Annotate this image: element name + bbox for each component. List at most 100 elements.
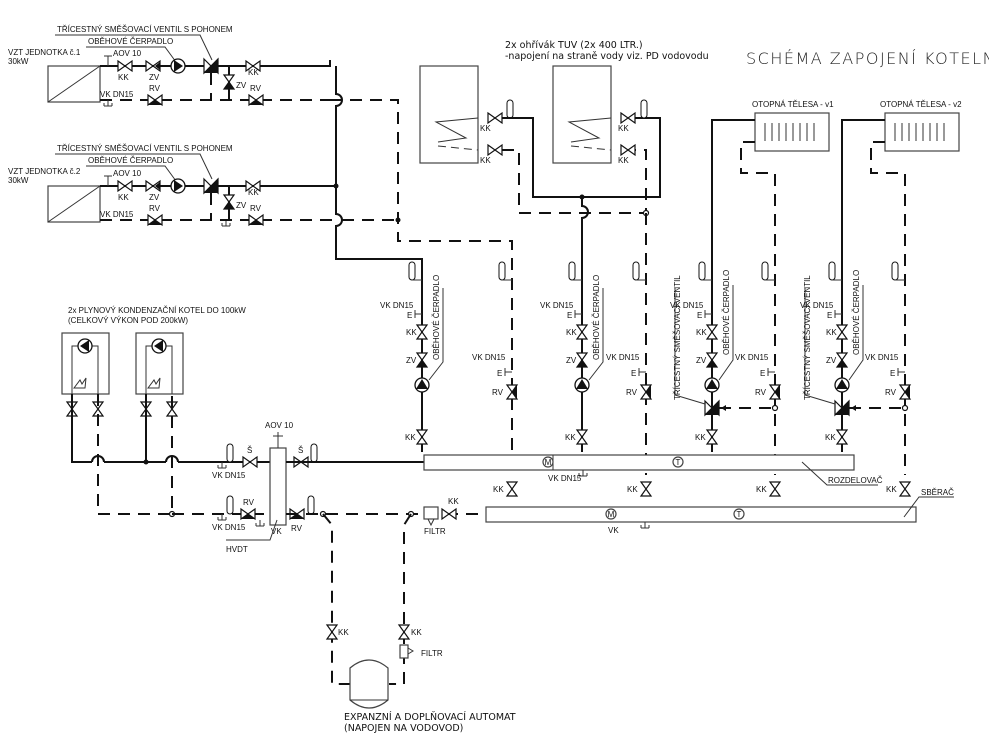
rv-valve-icon bbox=[240, 508, 256, 520]
thermometer-icon bbox=[640, 99, 648, 119]
zv-label: ZV bbox=[696, 356, 707, 365]
zv-label: ZV bbox=[566, 356, 577, 365]
e-label: E bbox=[497, 369, 502, 378]
kk-valve-icon bbox=[576, 324, 588, 340]
kk-valve-icon bbox=[706, 324, 718, 340]
zv-label: ZV bbox=[826, 356, 837, 365]
kk-label: KK bbox=[248, 188, 259, 197]
diagram-title: SCHÉMA ZAPOJENÍ KOTELNY bbox=[746, 49, 989, 68]
s-label: Š bbox=[247, 446, 252, 455]
kk-valve-icon bbox=[706, 429, 718, 445]
vk-label: VK bbox=[608, 526, 619, 535]
vent-icon bbox=[834, 310, 842, 318]
e-label: E bbox=[407, 311, 412, 320]
rv-label: RV bbox=[291, 524, 303, 533]
rv-label: RV bbox=[243, 498, 255, 507]
pressure-gauge-icon bbox=[542, 456, 554, 468]
gauge-m-label: M bbox=[545, 458, 552, 467]
gauge-t-label: T bbox=[737, 510, 742, 519]
vent-icon bbox=[504, 368, 512, 376]
zv-valve-icon bbox=[416, 352, 428, 368]
mixing-valve-label: TŘÍCESTNÝ SMĚŠOVACÍ VENTIL S POHONEM bbox=[57, 25, 233, 34]
thermometer-icon bbox=[310, 443, 318, 463]
rv-valve-icon bbox=[506, 384, 518, 400]
vk-label: VK DN15 bbox=[670, 301, 704, 310]
kk-valve-icon bbox=[769, 481, 781, 497]
kk-label: KK bbox=[406, 328, 417, 337]
mixing-valve-label: TŘÍCESTNÝ SMĚŠOVACÍ VENTIL bbox=[673, 275, 682, 400]
e-label: E bbox=[697, 311, 702, 320]
zv-bypass-icon bbox=[223, 194, 235, 210]
vent-icon bbox=[574, 310, 582, 318]
pump-label: OBĚHOVÉ ČERPADLO bbox=[722, 270, 731, 355]
gauge-m-label: M bbox=[608, 510, 615, 519]
expansion-automat: KK KK FILTR EXPANZNÍ A DOPLŇOVACÍ AUTOMA… bbox=[326, 624, 516, 734]
mixing-valve-icon bbox=[203, 58, 219, 74]
kk-valve-icon bbox=[576, 429, 588, 445]
thermometer-icon bbox=[891, 261, 899, 281]
radiator-group-1: OTOPNÁ TĚLESA - v1 bbox=[711, 100, 834, 475]
kk-label: KK bbox=[566, 328, 577, 337]
thermometer-gauge-icon bbox=[672, 456, 684, 468]
kk-label: KK bbox=[756, 485, 767, 494]
kk-label: KK bbox=[886, 485, 897, 494]
mixing-valve-label: TŘÍCESTNÝ SMĚŠOVACÍ VENTIL bbox=[803, 275, 812, 400]
distributor-label: ROZDELOVAČ bbox=[828, 476, 883, 485]
pump-icon bbox=[704, 377, 720, 393]
rv-valve-icon bbox=[248, 214, 264, 226]
kk-valve-icon bbox=[640, 481, 652, 497]
vent-icon bbox=[638, 368, 646, 376]
drain-icon bbox=[640, 521, 650, 529]
kk-label: KK bbox=[825, 433, 836, 442]
radiator-label: OTOPNÁ TĚLESA - v2 bbox=[880, 100, 962, 109]
pump-icon bbox=[834, 377, 850, 393]
aov-label: AOV 10 bbox=[113, 169, 142, 178]
pump-label: OBĚHOVÉ ČERPADLO bbox=[592, 275, 601, 360]
kk-valve-icon bbox=[487, 144, 503, 156]
zv-valve-icon bbox=[836, 352, 848, 368]
vk-label: VK DN15 bbox=[100, 90, 134, 99]
collector-label: SBĚRAČ bbox=[921, 488, 954, 497]
kk-valve-icon bbox=[326, 624, 338, 640]
vk-label: VK DN15 bbox=[548, 474, 582, 483]
e-label: E bbox=[631, 369, 636, 378]
vk-label: VK DN15 bbox=[540, 301, 574, 310]
vk-label: VK bbox=[271, 527, 282, 536]
thermometer-icon bbox=[698, 261, 706, 281]
filter-label: FILTR bbox=[424, 527, 446, 536]
boilers: 2x PLYNOVÝ KONDENZAČNÍ KOTEL DO 100kW (C… bbox=[61, 306, 270, 518]
pump-label: OBĚHOVÉ ČERPADLO bbox=[88, 37, 173, 46]
kk-valve-icon bbox=[416, 324, 428, 340]
rv-label: RV bbox=[149, 204, 161, 213]
kk-valve-icon bbox=[506, 481, 518, 497]
vzt-unit-power: 30kW bbox=[8, 57, 29, 66]
tuv-heaters: KK KK KK KK bbox=[419, 65, 661, 217]
kk-valve-icon bbox=[620, 112, 636, 124]
kk-label: KK bbox=[618, 124, 629, 133]
leader-line bbox=[804, 288, 836, 405]
rv-label: RV bbox=[250, 204, 262, 213]
vk-label: VK DN15 bbox=[212, 523, 246, 532]
kk-valve-icon bbox=[441, 508, 457, 520]
pump-icon bbox=[170, 58, 186, 74]
vent-icon bbox=[704, 310, 712, 318]
flow-arrow bbox=[851, 405, 856, 411]
kk-label: KK bbox=[480, 124, 491, 133]
kk-label: KK bbox=[618, 156, 629, 165]
kk-valve-icon bbox=[836, 429, 848, 445]
thermometer-icon bbox=[307, 495, 315, 515]
e-label: E bbox=[890, 369, 895, 378]
filter-label: FILTR bbox=[421, 649, 443, 658]
rv-label: RV bbox=[626, 388, 638, 397]
radiator-group-2: OTOPNÁ TĚLESA - v2 bbox=[841, 100, 962, 475]
junction bbox=[771, 404, 779, 412]
kk-valve-icon bbox=[487, 112, 503, 124]
rv-valve-icon bbox=[769, 384, 781, 400]
junction bbox=[901, 404, 909, 412]
kk-label: KK bbox=[448, 497, 459, 506]
kk-valve-icon bbox=[836, 324, 848, 340]
leader-line bbox=[674, 288, 706, 405]
thermometer-icon bbox=[632, 261, 640, 281]
vzt-unit-2: TŘÍCESTNÝ SMĚŠOVACÍ VENTIL S POHONEM OBĚ… bbox=[8, 144, 336, 227]
s-label: Š bbox=[298, 446, 303, 455]
